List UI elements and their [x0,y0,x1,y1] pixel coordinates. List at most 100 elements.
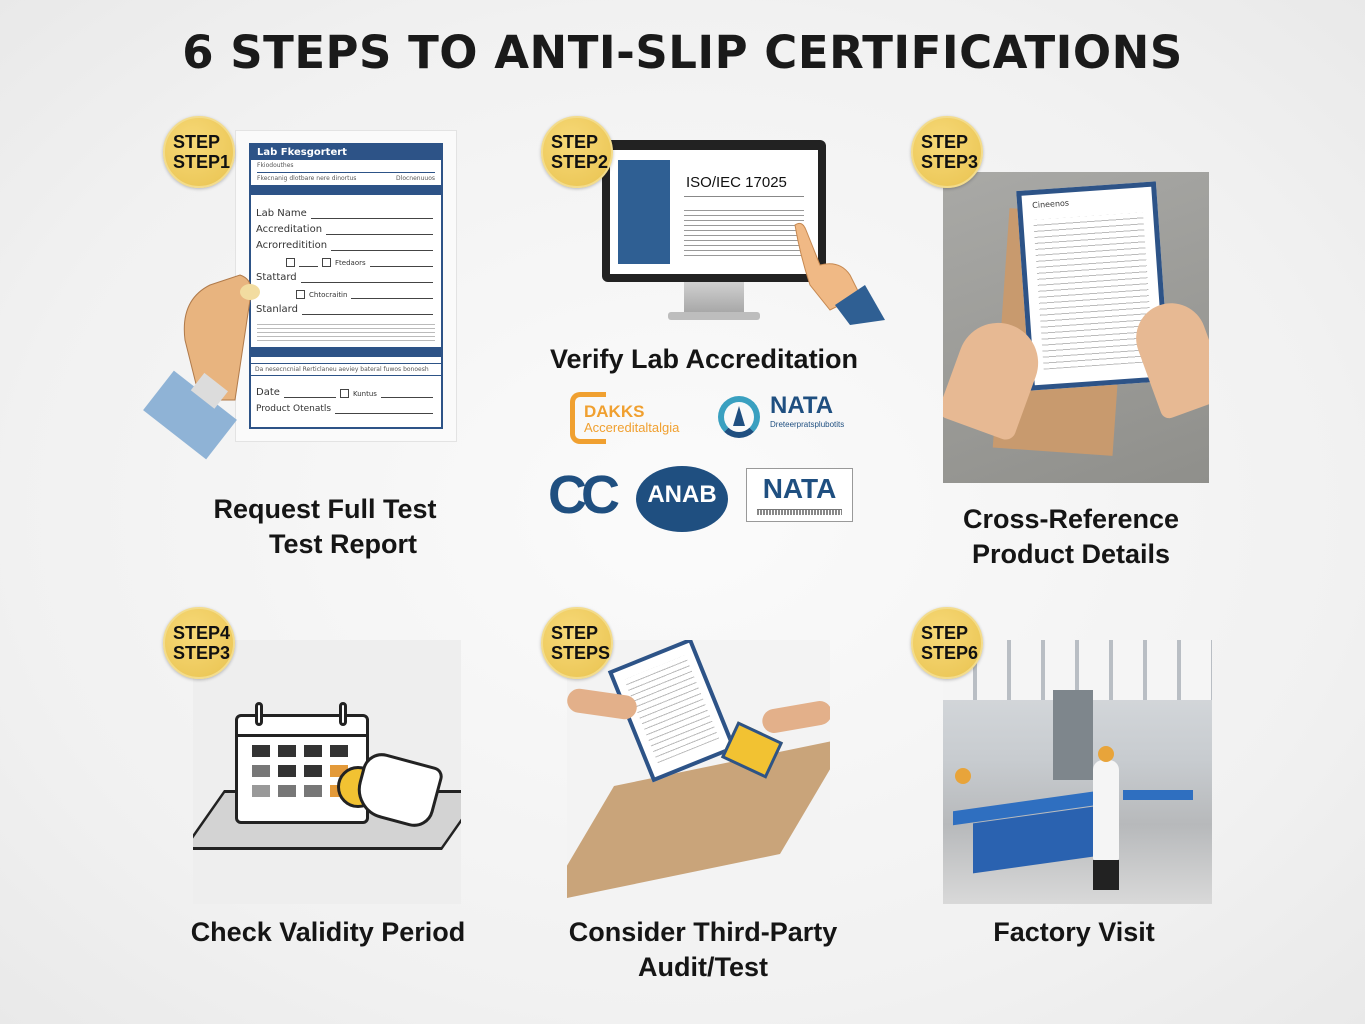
dakks-bracket [570,392,606,444]
field-accreditation: Accreditation [256,219,433,235]
nata-ring [718,396,760,438]
calendar-day [304,765,322,777]
field-underline [301,314,433,315]
field-underline [283,397,336,398]
step-2-badge-top: STEP [551,132,599,152]
field-label: Date [256,387,280,398]
cc-logo: CC [548,465,620,525]
machine [1053,690,1093,780]
calendar-day [278,745,296,757]
step-6-badge-top: STEP [921,623,969,643]
field-accreditation-2: Acrorreditition [256,235,433,251]
calendar-header [238,717,366,737]
monitor-screen: ISO/IEC 17025 [610,150,818,274]
checkbox [339,389,349,398]
checkbox-label: Ftedaors [335,259,366,267]
checkbox-row: Ftedaors [256,251,433,267]
workbench [1123,790,1193,800]
step-4-badge-top: STEP4 [173,623,231,643]
checkbox-label: Chtocraitin [309,291,348,299]
calendar-day [278,785,296,797]
monitor-base [668,312,760,320]
worker [1093,760,1119,860]
field-label: Lab Name [256,208,307,219]
factory-photo [943,640,1212,904]
monitor: ISO/IEC 17025 [602,140,826,282]
form-subheader-right: Dlocnenuuos [396,175,435,182]
right-hand [760,699,830,735]
form-header: Lab Fkesgortert [251,145,441,160]
nata-name: NATA [762,473,837,504]
field-product-details: Product Otenatls [256,398,433,414]
calendar-ring [339,702,347,726]
cross-reference-photo: Cineenos [943,172,1209,483]
second-worker-hard-hat [955,768,971,784]
thumbnail [240,284,260,300]
form-fine-print [257,321,435,343]
nata-subtitle: Dreteerpratsplubotits [770,420,845,429]
field-label: Product Otenatls [256,404,332,414]
form-divider [251,185,441,195]
checkbox [286,258,295,267]
calendar-day [252,765,270,777]
form-subheader-2: Fkecnanig dlotbare nere dinortus [257,175,357,182]
dakks-logo: DAKKS Accereditaltalgia [570,392,700,444]
field-underline [380,397,434,398]
field-lab-name: Lab Name [256,203,433,219]
field-standard-2: Stanlard [256,299,433,315]
field-underline [331,250,433,251]
field-underline [369,266,433,267]
step-1-badge-top: STEP [173,132,221,152]
hand-shape [794,222,861,311]
field-label: Acrorreditition [256,240,328,251]
step-2-caption: Verify Lab Accreditation [549,344,859,374]
calendar-day [304,745,322,757]
checkbox-row-2: Chtocraitin [256,283,433,299]
validity-calendar-illustration [193,640,461,904]
nata-arrow [733,406,745,426]
calendar-day [304,785,322,797]
checkbox [322,258,332,267]
calendar-grid [238,737,366,805]
page-title: 6 STEPS TO ANTI-SLIP CERTIFICATIONS [182,26,1183,79]
lab-report-form: Lab Fkesgortert Fkiodouthes Fkecnanig dl… [249,143,443,429]
step-3-caption-line-1: Cross-Reference [962,504,1180,534]
field-underline [335,413,433,414]
third-party-audit-illustration [567,640,830,906]
screen-sidebar [618,160,670,264]
calendar-day [252,785,270,797]
calendar-ring [255,702,263,726]
form-subheader-row: Fkecnanig dlotbare nere dinortus Dlocnenu… [257,175,435,182]
field-underline [299,266,319,267]
step-2-badge-bottom: STEP2 [551,152,609,172]
calendar-day [252,745,270,757]
field-label: Stanlard [256,304,298,315]
step-3-caption-line-2: Product Details [971,539,1171,569]
field-underline [351,298,433,299]
certificate-text-lines [1033,212,1154,370]
step-6-badge-bottom: STEP6 [921,643,979,663]
monitor-stand [684,282,744,312]
dakks-name: DAKKS [584,402,645,421]
step-3-badge-bottom: STEP3 [921,152,979,172]
nata-name: NATA [770,392,834,419]
heading-rule [684,196,804,197]
step-5-caption-line-2: Audit/Test [638,952,768,982]
sleeve [835,285,885,325]
form-footer-text: Da nesecncnial Rerticlaneu aeviey batera… [251,363,441,376]
dakks-subtitle: Accereditaltalgia [584,420,680,435]
worker-legs [1093,860,1119,890]
step-5-badge-top: STEP [551,623,599,643]
step-5-caption-line-1: Consider Third-Party [568,917,838,947]
step-4-caption: Check Validity Period [190,917,466,947]
form-divider-2 [251,347,441,357]
form-subheader: Fkiodouthes [257,162,435,173]
calendar-day [330,745,348,757]
